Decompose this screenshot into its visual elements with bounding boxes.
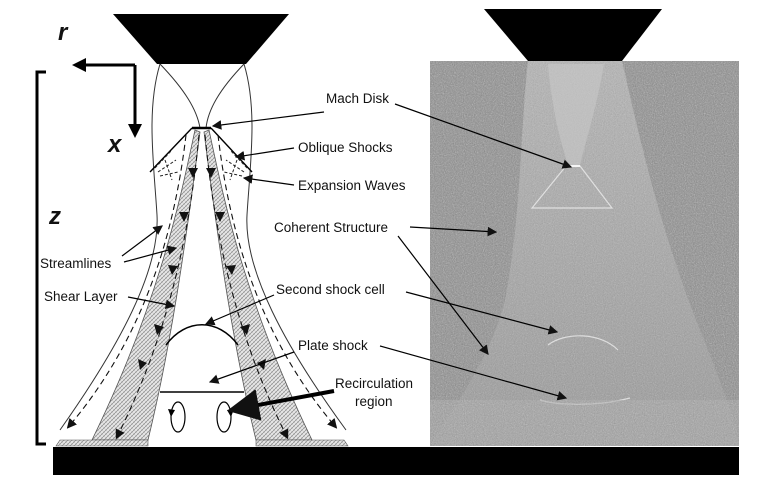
nozzle-right <box>484 9 662 61</box>
streamline-arrow-icons <box>138 168 266 370</box>
label-streamlines: Streamlines <box>40 256 112 271</box>
jet-boundary-left <box>59 63 161 431</box>
oblique-shock-right <box>210 127 253 173</box>
label-shear-layer: Shear Layer <box>44 289 118 304</box>
expansion-waves <box>154 149 248 181</box>
label-second-shock-cell: Second shock cell <box>276 282 385 297</box>
schlieren-image <box>430 61 739 446</box>
label-recirculation-line2: region <box>355 394 393 409</box>
label-expansion-waves: Expansion Waves <box>298 178 406 193</box>
r-arrow-icon <box>72 58 86 72</box>
jet-boundary-right <box>243 63 347 431</box>
z-bracket <box>35 70 46 446</box>
nozzle-left <box>113 14 289 64</box>
coordinate-axes: r x z <box>35 19 142 446</box>
impingement-plate <box>53 447 739 475</box>
label-oblique-shocks: Oblique Shocks <box>298 140 393 155</box>
oblique-shock-left <box>149 127 193 173</box>
axis-label-r: r <box>58 19 69 46</box>
label-coherent-structure: Coherent Structure <box>274 220 388 235</box>
recirculation-loops <box>168 401 234 433</box>
second-shock-cell-arc <box>165 324 239 346</box>
label-mach-disk: Mach Disk <box>326 91 389 106</box>
label-plate-shock: Plate shock <box>298 338 368 353</box>
shear-layer-left <box>91 129 201 441</box>
x-arrow-icon <box>128 124 142 138</box>
label-recirculation-line1: Recirculation <box>335 376 413 391</box>
axis-label-x: x <box>106 131 123 158</box>
streamlines <box>66 134 338 440</box>
axis-label-z: z <box>48 203 61 230</box>
